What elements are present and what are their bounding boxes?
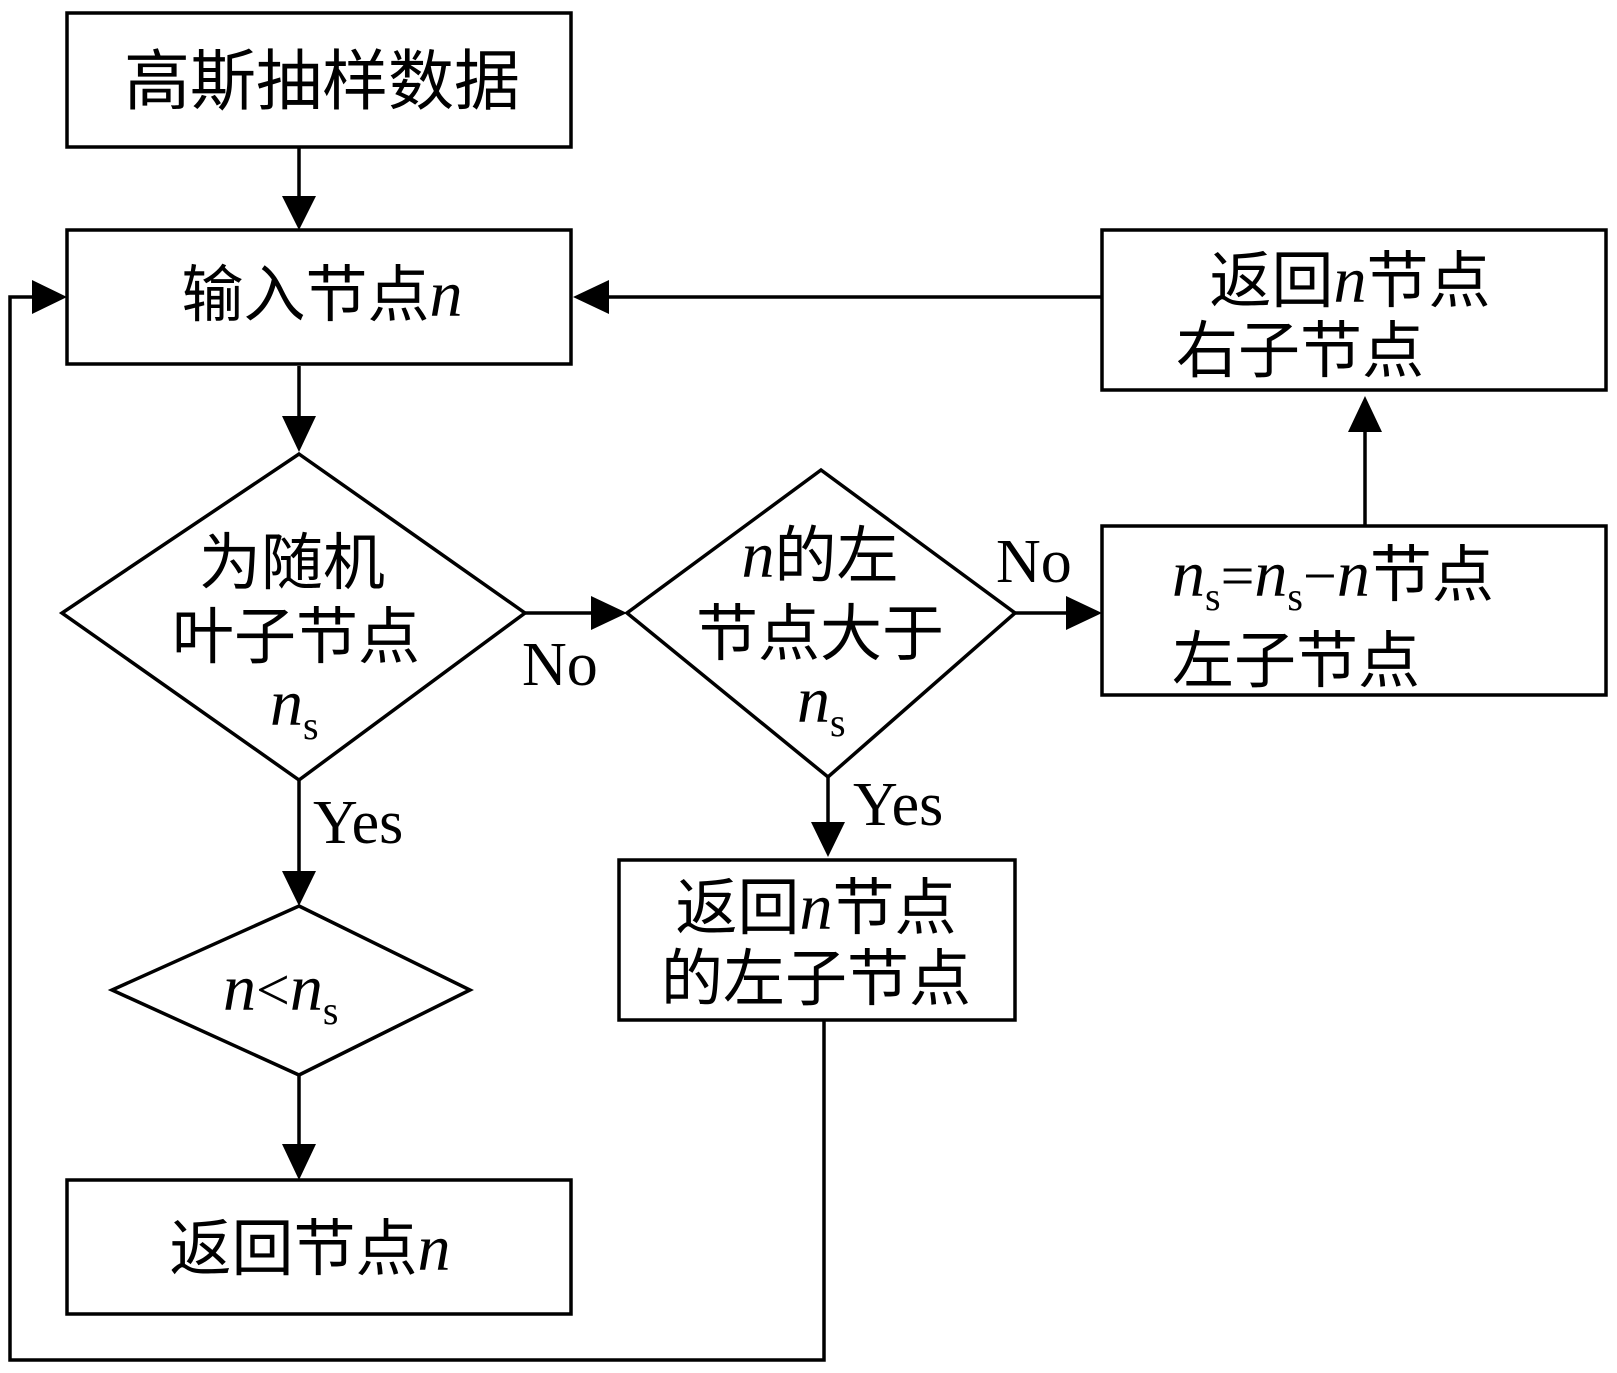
update-ns-box: ns=ns−n节点 左子节点 — [1100, 524, 1608, 697]
label-leaf-yes: Yes — [313, 789, 403, 857]
svg-text:ns=ns−n节点: ns=ns−n节点 — [1172, 538, 1494, 619]
update-var3: n — [1337, 538, 1370, 611]
arrowhead-input-to-leaf — [282, 416, 316, 452]
start-label: 高斯抽样数据 — [124, 43, 520, 120]
svg-text:返回n节点: 返回n节点 — [1209, 244, 1490, 317]
return-right-var: n — [1334, 244, 1367, 317]
arrowhead-compare-to-return — [282, 1144, 316, 1180]
update-var2: n — [1254, 538, 1287, 611]
input-label: 输入节点 — [181, 258, 429, 331]
svg-text:输入节点n: 输入节点n — [181, 258, 462, 331]
arrowhead-left-gt-no — [1066, 596, 1102, 630]
left-gt-var2: n — [797, 664, 830, 737]
start-box: 高斯抽样数据 — [65, 11, 573, 149]
return-left-post: 节点 — [833, 871, 957, 944]
decision-leaf-sub: s — [303, 703, 319, 748]
decision-leaf: 为随机 叶子节点 ns — [58, 451, 528, 783]
decision-leaf-var: n — [270, 667, 303, 740]
update-post: 节点 — [1370, 538, 1494, 611]
return-node-box: 返回节点n — [65, 1178, 573, 1316]
svg-text:n的左: n的左 — [741, 519, 898, 592]
connectors — [8, 148, 1382, 1362]
update-sub1: s — [1205, 574, 1221, 619]
return-left-child-box: 返回n节点 的左子节点 — [617, 858, 1017, 1022]
return-right-pre: 返回 — [1209, 244, 1333, 317]
arrowhead-start-to-input — [282, 196, 316, 230]
compare-var-left: n — [223, 952, 256, 1025]
label-left-gt-no: No — [996, 528, 1072, 596]
input-var: n — [430, 258, 463, 331]
compare-op: < — [256, 957, 290, 1023]
input-box: 输入节点n — [65, 228, 573, 366]
svg-text:ns: ns — [797, 664, 846, 745]
update-sub2: s — [1287, 574, 1303, 619]
return-left-line2: 的左子节点 — [661, 942, 971, 1015]
update-line2: 左子节点 — [1172, 624, 1420, 697]
arrowhead-update-to-right — [1348, 396, 1382, 432]
decision-compare: n<ns — [107, 904, 474, 1077]
label-left-gt-yes: Yes — [853, 771, 943, 839]
update-var1: n — [1172, 538, 1205, 611]
arrowhead-left-child-loop — [32, 280, 67, 314]
return-right-child-box: 返回n节点 右子节点 — [1100, 228, 1608, 392]
decision-leaf-line1: 为随机 — [199, 526, 385, 599]
svg-text:返回n节点: 返回n节点 — [675, 871, 956, 944]
compare-sub: s — [323, 988, 339, 1033]
arrowhead-leaf-yes — [282, 871, 316, 906]
return-right-post: 节点 — [1367, 244, 1491, 317]
left-gt-sub: s — [830, 700, 846, 745]
left-gt-line1: 的左 — [774, 519, 898, 592]
return-node-label: 返回节点 — [169, 1212, 417, 1285]
svg-text:ns: ns — [270, 667, 319, 748]
arrowhead-left-gt-yes — [811, 822, 845, 857]
svg-text:n<ns: n<ns — [223, 952, 338, 1033]
return-right-line2: 右子节点 — [1176, 314, 1424, 387]
return-node-var: n — [418, 1212, 451, 1285]
compare-var-right: n — [290, 952, 323, 1025]
label-leaf-no: No — [522, 631, 598, 699]
arrowhead-right-to-input — [573, 280, 609, 314]
decision-leaf-line2: 叶子节点 — [172, 600, 420, 673]
decision-left-gt: n的左 节点大于 ns — [624, 467, 1018, 780]
edge-left-child-loop — [8, 295, 826, 1362]
svg-text:返回节点n: 返回节点n — [169, 1212, 450, 1285]
left-gt-var: n — [741, 519, 774, 592]
return-left-pre: 返回 — [675, 871, 799, 944]
arrowhead-leaf-no — [591, 596, 627, 630]
left-gt-line2: 节点大于 — [696, 597, 944, 670]
update-eq: = — [1221, 543, 1255, 609]
return-left-var: n — [800, 871, 833, 944]
update-minus: − — [1303, 543, 1337, 609]
